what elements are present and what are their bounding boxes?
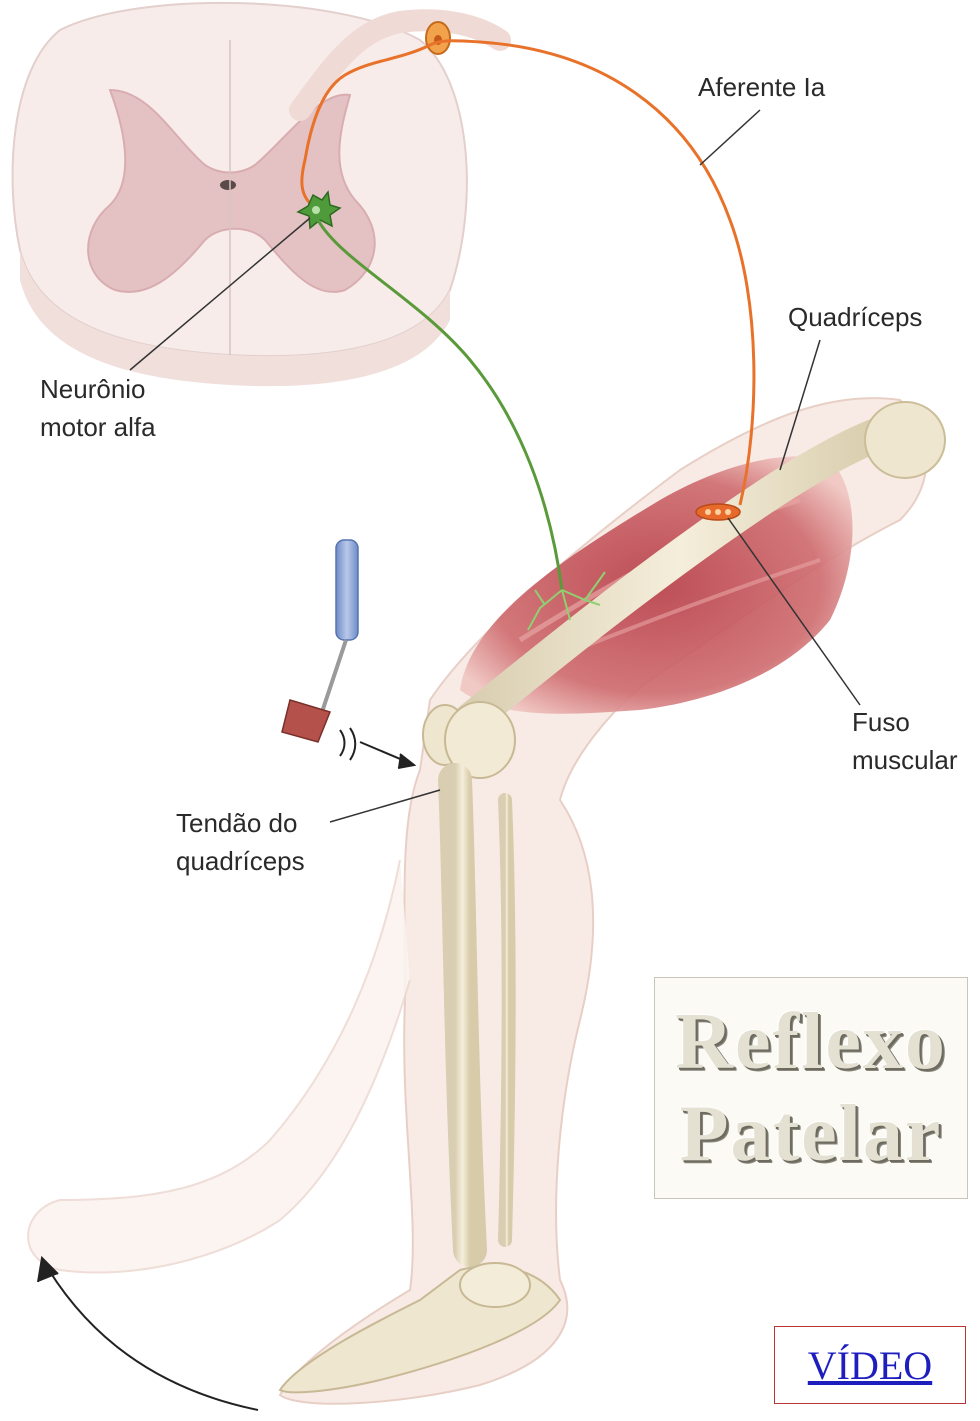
muscle-spindle bbox=[696, 504, 740, 520]
label-aferente-ia: Aferente Ia bbox=[698, 70, 825, 104]
video-link[interactable]: VÍDEO bbox=[808, 1342, 932, 1389]
spinal-cord-section bbox=[13, 3, 500, 386]
leg-swing-arrow bbox=[38, 1258, 258, 1410]
label-tendao-line1: Tendão do bbox=[176, 806, 297, 840]
label-neuronio-line2: motor alfa bbox=[40, 410, 156, 444]
label-neuronio-line1: Neurônio bbox=[40, 372, 146, 406]
label-quadriceps: Quadríceps bbox=[788, 300, 922, 334]
label-fuso-line1: Fuso bbox=[852, 705, 910, 739]
reflex-hammer bbox=[282, 540, 358, 742]
tap-arrow bbox=[340, 728, 414, 768]
label-fuso-line2: muscular bbox=[852, 743, 957, 777]
title-line-2: Patelar bbox=[680, 1088, 943, 1180]
video-link-box[interactable]: VÍDEO bbox=[774, 1326, 966, 1404]
title-line-1: Reflexo bbox=[675, 996, 947, 1088]
title-box: Reflexo Patelar bbox=[654, 977, 968, 1199]
label-tendao-line2: quadríceps bbox=[176, 844, 305, 878]
